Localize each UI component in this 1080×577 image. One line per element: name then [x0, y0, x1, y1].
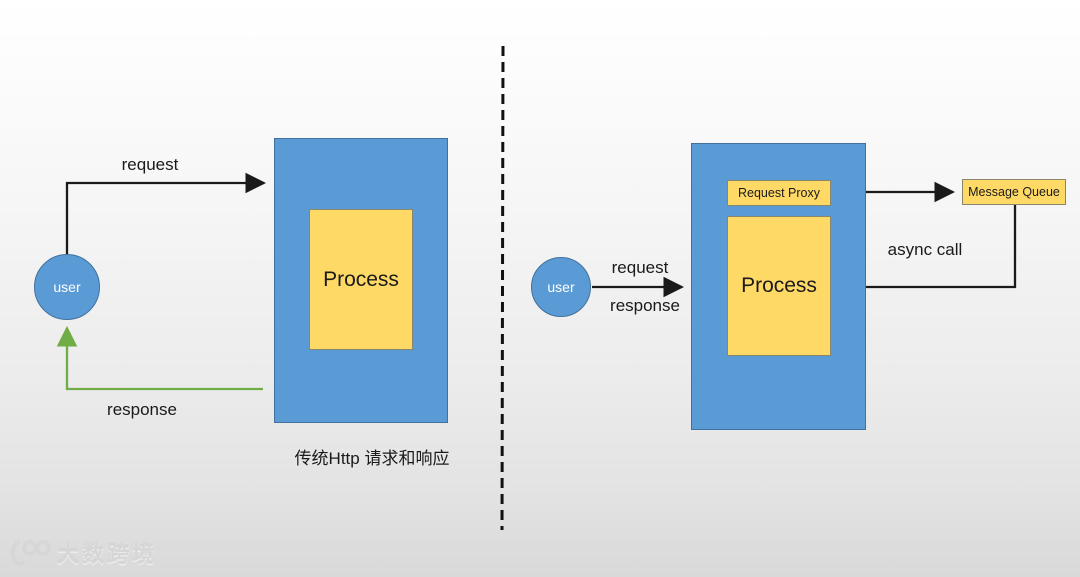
- request-proxy-box: Request Proxy: [727, 180, 831, 206]
- left-process-label: Process: [323, 267, 399, 291]
- left-user-label: user: [53, 279, 81, 295]
- right-request-label: request: [611, 258, 669, 277]
- watermark-logo-icon: [10, 540, 51, 566]
- watermark-brand-text: 大数跨境: [57, 542, 158, 567]
- right-user-label: user: [547, 279, 575, 295]
- left-request-arrow: [65, 172, 267, 255]
- message-queue-box: Message Queue: [962, 179, 1066, 205]
- right-server-container: Request Proxy Process: [691, 143, 866, 430]
- right-process-label: Process: [741, 274, 817, 297]
- async-call-label: async call: [887, 240, 963, 259]
- left-caption: 传统Http 请求和响应: [294, 449, 450, 468]
- divider-dashed-line: [500, 45, 505, 531]
- left-process-box: Process: [309, 209, 413, 350]
- left-user-circle: user: [34, 254, 100, 320]
- left-request-label: request: [121, 155, 179, 174]
- right-user-circle: user: [531, 257, 591, 317]
- right-process-box: Process: [727, 216, 831, 356]
- watermark: 大数跨境: [8, 536, 157, 570]
- left-response-arrow: [56, 325, 263, 391]
- left-response-label: response: [107, 400, 177, 419]
- message-queue-label: Message Queue: [968, 185, 1060, 199]
- request-proxy-label: Request Proxy: [738, 186, 820, 200]
- right-response-label: response: [610, 296, 680, 315]
- left-server-container: Process: [274, 138, 448, 423]
